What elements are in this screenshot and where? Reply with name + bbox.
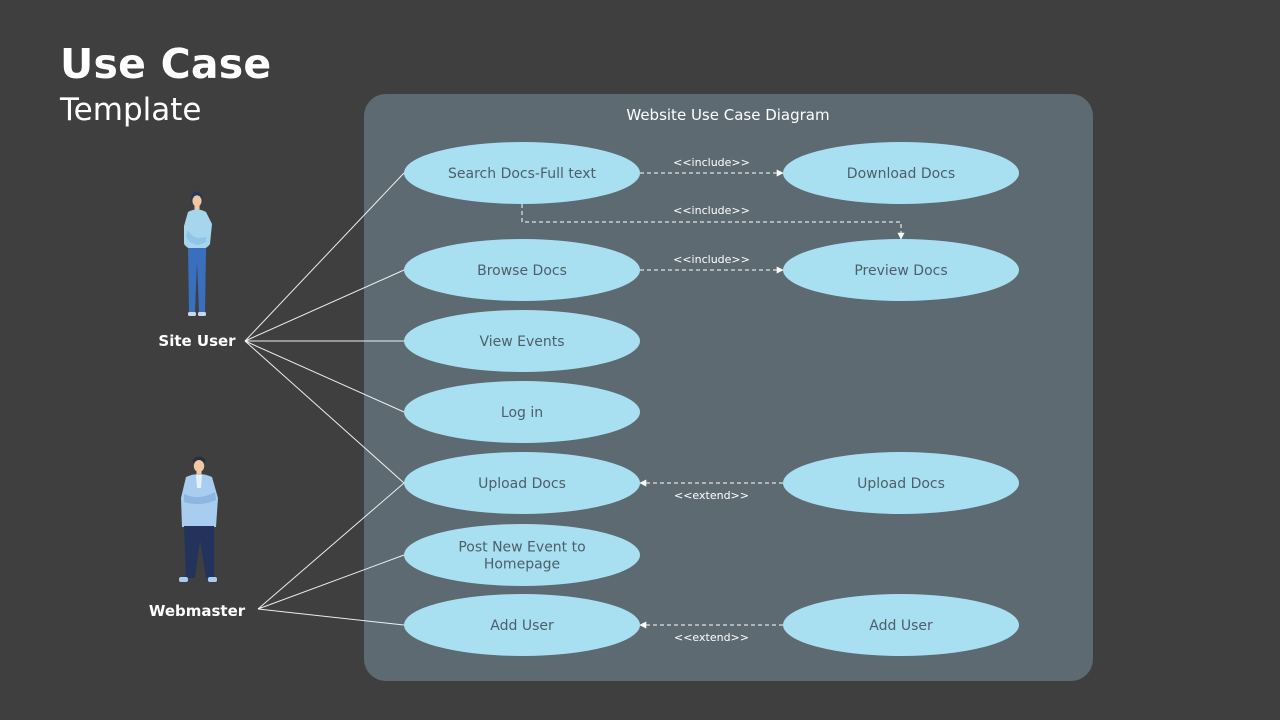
system-title: Website Use Case Diagram <box>626 106 829 124</box>
relationship-label: <<extend>> <box>674 489 749 502</box>
relationship-label: <<include>> <box>673 204 750 217</box>
use-case-label: View Events <box>479 334 564 350</box>
use-case-ellipse <box>783 452 1019 514</box>
page-title: Use Case <box>60 40 272 88</box>
use-case-ellipse <box>404 310 640 372</box>
relationship-label: <<extend>> <box>674 631 749 644</box>
use-case-download: Download Docs <box>783 142 1019 204</box>
use-case-browse: Browse Docs <box>404 239 640 301</box>
relationship-label: <<include>> <box>673 253 750 266</box>
use-case-add-user-right: Add User <box>783 594 1019 656</box>
association-line <box>244 340 405 484</box>
use-case-ellipse <box>783 594 1019 656</box>
association-line <box>244 340 405 413</box>
use-case-label: Upload Docs <box>478 476 566 492</box>
use-case-label: Post New Event to <box>458 540 585 556</box>
use-case-ellipse <box>404 594 640 656</box>
use-case-ellipse <box>783 239 1019 301</box>
use-case-label: Add User <box>490 618 554 634</box>
use-case-upload-right: Upload Docs <box>783 452 1019 514</box>
use-case-search: Search Docs-Full text <box>404 142 640 204</box>
page-subtitle: Template <box>60 92 202 128</box>
use-case-label: Log in <box>501 405 543 421</box>
use-case-ellipse <box>404 142 640 204</box>
relationship-label: <<include>> <box>673 156 750 169</box>
use-case-label: Homepage <box>484 557 560 573</box>
use-case-login: Log in <box>404 381 640 443</box>
association-line <box>257 554 405 610</box>
use-case-label: Preview Docs <box>854 263 947 279</box>
association-line <box>244 172 405 342</box>
actor-label-webmaster: Webmaster <box>149 602 246 620</box>
use-case-label: Upload Docs <box>857 476 945 492</box>
association-lines <box>244 172 405 626</box>
use-case-ellipse <box>404 452 640 514</box>
use-case-view-events: View Events <box>404 310 640 372</box>
use-case-label: Download Docs <box>847 166 955 182</box>
association-line <box>257 482 405 610</box>
use-case-label: Search Docs-Full text <box>448 166 596 182</box>
man-arms-crossed-icon <box>179 456 218 582</box>
use-case-ellipse <box>783 142 1019 204</box>
use-case-preview: Preview Docs <box>783 239 1019 301</box>
relationship-lines: <<include>> <<include>> <<include>> <<exten… <box>521 156 905 644</box>
use-case-add-user-left: Add User <box>404 594 640 656</box>
use-case-ellipse <box>404 381 640 443</box>
use-case-label: Add User <box>869 618 933 634</box>
use-case-label: Browse Docs <box>477 263 567 279</box>
actor-label-site-user: Site User <box>158 332 236 350</box>
woman-standing-icon <box>184 191 212 316</box>
association-line <box>257 608 405 626</box>
association-line <box>244 269 405 342</box>
relationship-line <box>521 204 905 240</box>
use-case-ellipse <box>404 524 640 586</box>
use-case-ellipse <box>404 239 640 301</box>
use-case-upload-left: Upload Docs <box>404 452 640 514</box>
